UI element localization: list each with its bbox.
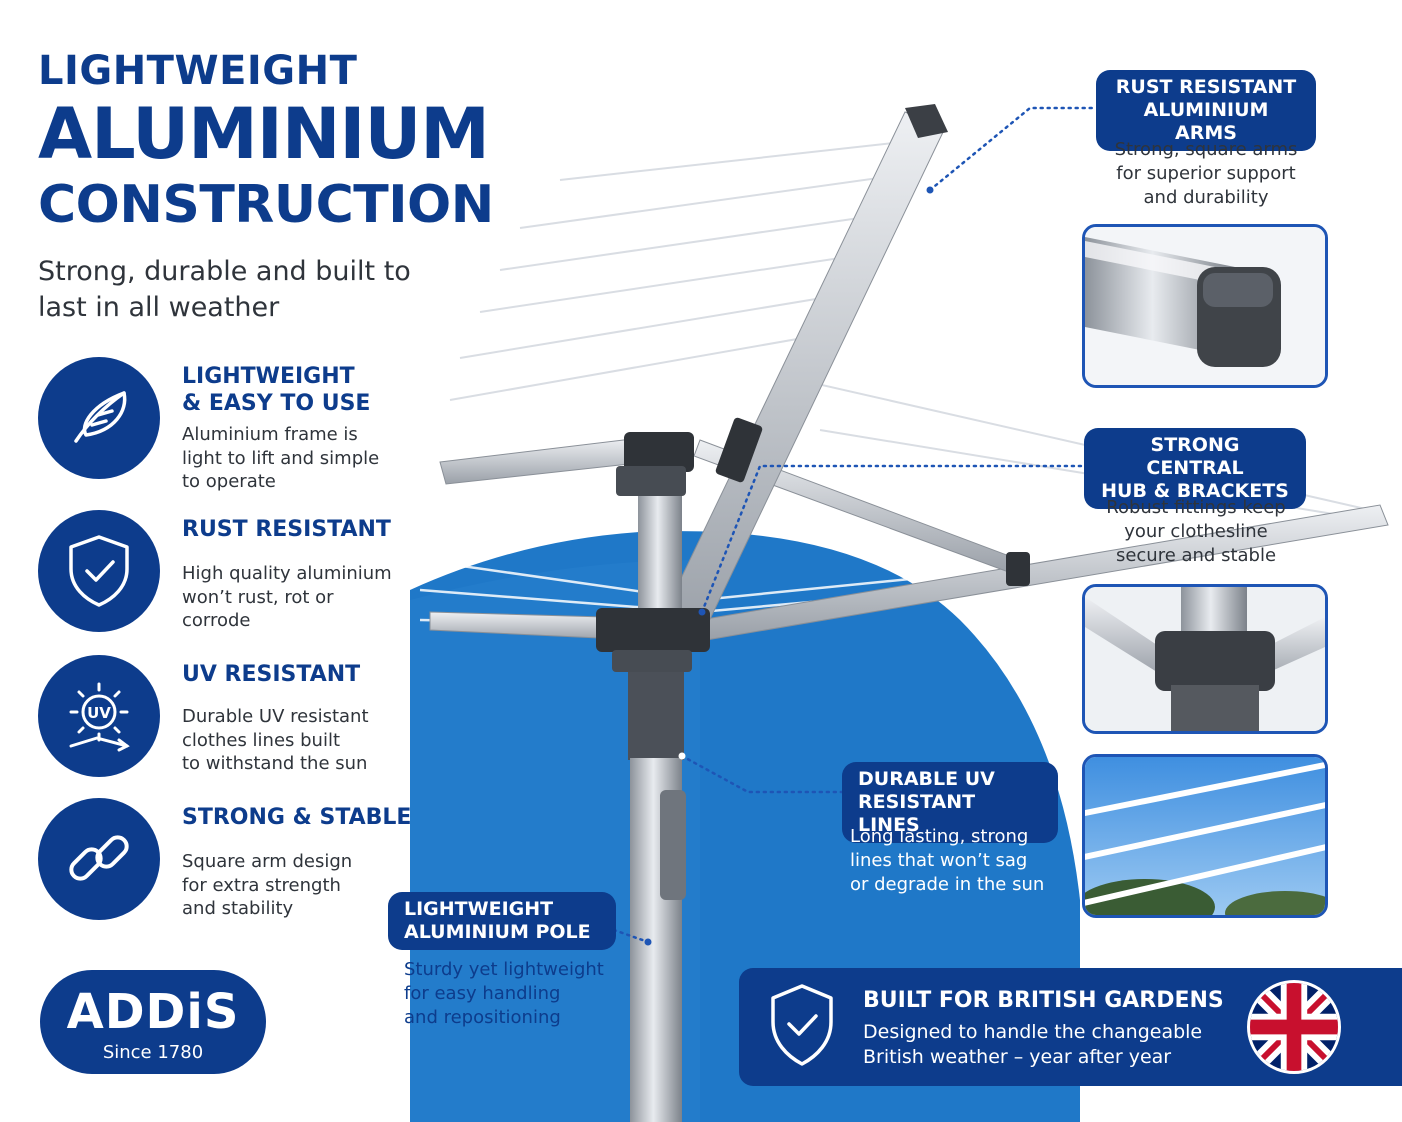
callout-arms-title: RUST RESISTANT ALUMINIUM ARMS (1096, 70, 1316, 151)
headline-line-1: LIGHTWEIGHT (38, 48, 358, 94)
feature-rust-resistant: RUST RESISTANT High quality aluminium wo… (38, 510, 418, 634)
feature-desc: Square arm design for extra strength and… (182, 851, 353, 919)
feature-lightweight: LIGHTWEIGHT & EASY TO USE Aluminium fram… (38, 357, 418, 492)
feature-desc: Durable UV resistant clothes lines built… (182, 706, 369, 774)
logo-since: Since 1780 (102, 1042, 204, 1063)
uv-sun-icon: UV (38, 655, 160, 777)
chain-link-icon (38, 798, 160, 920)
feature-strong-stable: STRONG & STABLE Square arm design for ex… (38, 798, 418, 922)
shield-check-icon (769, 982, 835, 1072)
callout-lines-desc: Long lasting, strong lines that won’t sa… (850, 826, 1045, 895)
callout-pole-title: LIGHTWEIGHT ALUMINIUM POLE (388, 892, 616, 950)
feature-title: RUST RESISTANT (182, 517, 391, 542)
british-gardens-banner: BUILT FOR BRITISH GARDENS Designed to ha… (739, 968, 1402, 1086)
feature-desc: High quality aluminium won’t rust, rot o… (182, 563, 392, 631)
callout-arms-desc: Strong, square arms for superior support… (1114, 139, 1298, 208)
callout-lines-title: DURABLE UV RESISTANT LINES (842, 762, 1058, 843)
feature-title: LIGHTWEIGHT & EASY TO USE (182, 364, 371, 416)
addis-logo: ADDiS ® Since 1780 (40, 970, 266, 1074)
clothes-lines-thumbnail (1082, 754, 1328, 918)
feature-uv-resistant: UV UV RESISTANT Durable UV resistant clo… (38, 655, 418, 779)
feature-title: UV RESISTANT (182, 662, 361, 687)
shield-check-icon (38, 510, 160, 632)
feather-icon (38, 357, 160, 479)
headline-subtitle: Strong, durable and built to last in all… (38, 256, 411, 323)
hub-bracket-thumbnail (1082, 584, 1328, 734)
svg-text:UV: UV (87, 704, 111, 722)
union-jack-flag-icon (1247, 980, 1341, 1074)
arm-endcap-thumbnail (1082, 224, 1328, 388)
feature-title: STRONG & STABLE (182, 805, 412, 830)
banner-title: BUILT FOR BRITISH GARDENS (863, 988, 1224, 1013)
callout-hub-title: STRONG CENTRAL HUB & BRACKETS (1084, 428, 1306, 509)
logo-registered-mark: ® (222, 992, 230, 1001)
logo-brand: ADDiS (66, 984, 240, 1040)
headline-line-3: CONSTRUCTION (38, 175, 494, 235)
callout-pole-desc: Sturdy yet lightweight for easy handling… (404, 959, 604, 1028)
feature-desc: Aluminium frame is light to lift and sim… (182, 424, 380, 492)
headline-line-2: ALUMINIUM (38, 93, 490, 175)
banner-desc: Designed to handle the changeable Britis… (863, 1021, 1203, 1068)
callout-hub-desc: Robust fittings keep your clothesline se… (1106, 497, 1286, 566)
headline-block: LIGHTWEIGHT ALUMINIUM CONSTRUCTION Stron… (38, 48, 578, 326)
